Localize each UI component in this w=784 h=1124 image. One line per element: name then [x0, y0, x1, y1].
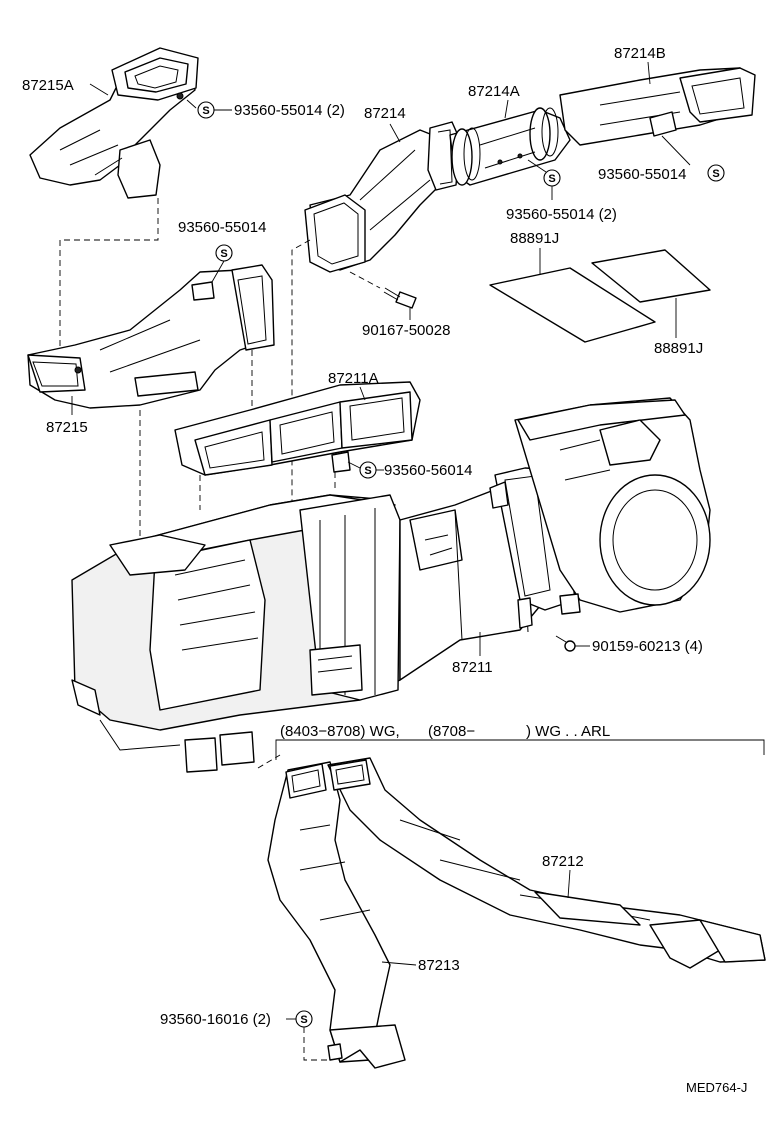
svg-text:S: S [300, 1014, 307, 1026]
part-87214B [559, 67, 756, 146]
part-87213 [267, 761, 406, 1069]
part-88891J [489, 249, 711, 343]
svg-text:S: S [548, 173, 555, 185]
screw-90159-60213 [555, 635, 576, 652]
label-93560-55014-d: 93560-55014 (2) [506, 206, 617, 223]
label-93560-55014-b: 93560-55014 [598, 166, 686, 183]
part-87214A [449, 107, 571, 186]
part-87211 [71, 397, 711, 773]
label-87211A: 87211A [328, 370, 379, 387]
label-87213: 87213 [418, 957, 460, 974]
part-87214 [304, 121, 461, 273]
label-87211: 87211 [452, 659, 493, 676]
svg-text:S: S [712, 168, 719, 180]
screw-symbol: S [295, 1010, 313, 1028]
variant-bracket: (8403−8708) WG, (8708− ) WG . . ARL [275, 723, 765, 760]
label-range-b: (8708− [428, 723, 475, 740]
screw-symbol: S [359, 461, 377, 479]
part-87215A [29, 47, 199, 199]
label-93560-55014-a: 93560-55014 (2) [234, 102, 345, 119]
screw-symbol: S [707, 164, 725, 182]
label-range-a: (8403−8708) WG, [280, 723, 400, 740]
label-87214A: 87214A [468, 83, 520, 100]
label-87212: 87212 [542, 853, 584, 870]
label-87215: 87215 [46, 419, 88, 436]
bolt-90167-50028 [383, 287, 417, 309]
label-88891J-top: 88891J [510, 230, 559, 247]
part-87215 [27, 264, 275, 409]
svg-text:S: S [202, 105, 209, 117]
label-93560-16016: 93560-16016 (2) [160, 1011, 271, 1028]
label-93560-55014-c: 93560-55014 [178, 219, 266, 236]
label-93560-56014: 93560-56014 [384, 462, 472, 479]
part-87211A [174, 381, 421, 476]
diagram-code: MED764-J [686, 1080, 747, 1095]
part-87212 [327, 757, 766, 969]
screw-symbol: S [215, 244, 233, 262]
label-90167-50028: 90167-50028 [362, 322, 450, 339]
label-87215A: 87215A [22, 77, 74, 94]
label-88891J-bottom: 88891J [654, 340, 703, 357]
label-87214: 87214 [364, 105, 406, 122]
screw-symbol: S [197, 101, 215, 119]
svg-text:S: S [364, 465, 371, 477]
label-90159-60213: 90159-60213 (4) [592, 638, 703, 655]
label-range-c: ) WG . . ARL [526, 723, 610, 740]
screw-symbol: S [543, 169, 561, 187]
svg-text:S: S [220, 248, 227, 260]
label-87214B: 87214B [614, 45, 666, 62]
